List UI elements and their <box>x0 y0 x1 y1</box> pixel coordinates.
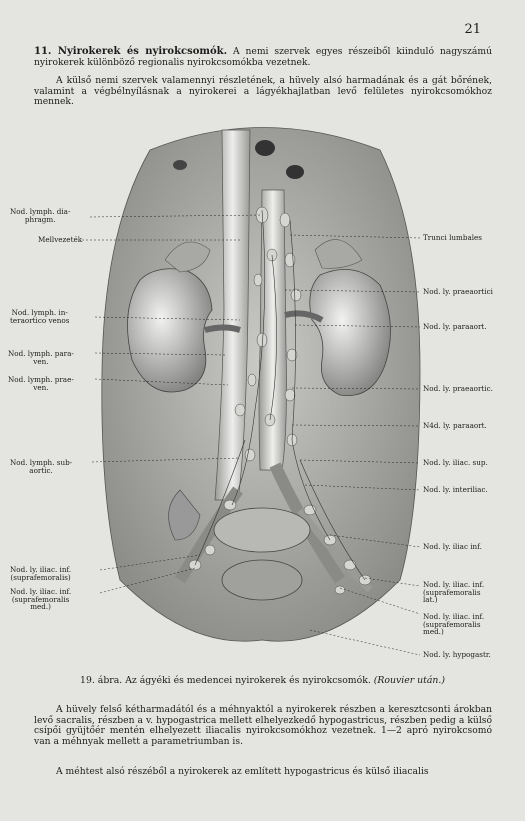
label-nod-lymph-subaortic: Nod. lymph. sub-aortic. <box>10 458 73 475</box>
leader-lines-left <box>82 214 263 594</box>
label-n4d-ly-paraaort: N4d. ly. paraaort. <box>423 421 487 430</box>
left-adrenal <box>164 241 211 273</box>
label-nod-ly-iliac-inf-suprafem: Nod. ly. iliac. inf.(suprafemoralis) <box>10 565 72 582</box>
ovary-left <box>168 489 201 541</box>
caption-source: (Rouvier után.) <box>373 675 445 686</box>
label-nod-ly-praeaortic: Nod. ly. praeaortic. <box>423 384 493 393</box>
diaphragm-opening <box>173 160 187 170</box>
label-nod-lymph-interaortico: Nod. lymph. in-teraortico venos <box>10 308 70 325</box>
paragraph-uterus-lymph: A méhtest alsó részéből a nyirokerek az … <box>56 766 429 777</box>
label-nod-lymph-praeven: Nod. lymph. prae-ven. <box>8 375 74 392</box>
paragraph-vagina-lymph: A hüvely felső kétharmadától és a méhnya… <box>34 704 492 747</box>
pelvic-organ <box>213 507 311 553</box>
caption-text: Az ágyéki és medencei nyirokerek és nyir… <box>125 675 371 686</box>
pelvic-organ-lower <box>221 559 303 601</box>
label-trunci-lumbales: Trunci lumbales <box>423 233 482 242</box>
label-nod-ly-paraaort: Nod. ly. paraaort. <box>423 322 487 331</box>
diaphragm-opening <box>255 140 275 156</box>
figure-caption: 19. ábra. Az ágyéki és medencei nyiroker… <box>0 675 525 686</box>
label-nod-lymph-paraven: Nod. lymph. para-ven. <box>8 349 74 366</box>
page-number: 21 <box>464 22 481 37</box>
section-intro-text: A nemi szervek egyes részeiből kiinduló … <box>34 46 493 68</box>
lymph-illustration <box>82 127 421 656</box>
diaphragm-opening <box>286 165 304 179</box>
label-nod-ly-iliac-sup: Nod. ly. iliac. sup. <box>423 458 488 467</box>
renal-vessel-left <box>204 324 241 333</box>
section-intro: 11. Nyirokerek és nyirokcsomók. A nemi s… <box>34 46 493 68</box>
leader-lines-right <box>284 234 421 656</box>
label-nod-ly-interiliac: Nod. ly. interiliac. <box>423 485 488 494</box>
anatomical-figure: Nod. lymph. dia-phragm. Mellvezeték Nod.… <box>0 110 525 670</box>
right-kidney <box>309 269 391 397</box>
lymph-vessels <box>194 209 366 581</box>
caption-number: 19. ábra. <box>80 675 123 686</box>
left-kidney <box>127 268 213 393</box>
label-nod-ly-hypogastr: Nod. ly. hypogastr. <box>423 650 491 659</box>
label-mellvezetek: Mellvezeték <box>38 235 83 244</box>
right-adrenal <box>314 239 363 269</box>
renal-vessel-right <box>284 310 324 323</box>
section-title: Nyirokerek és nyirokcsomók. <box>57 46 228 57</box>
section-number: 11. <box>34 46 52 57</box>
label-nod-lymph-diaphragm: Nod. lymph. dia-phragm. <box>10 207 71 224</box>
label-nod-ly-iliac-inf: Nod. ly. iliac inf. <box>423 542 482 551</box>
paragraph-external-genitalia: A külső nemi szervek valamennyi részleté… <box>34 75 492 108</box>
label-nod-ly-praeaortici: Nod. ly. praeaortici <box>423 287 493 296</box>
